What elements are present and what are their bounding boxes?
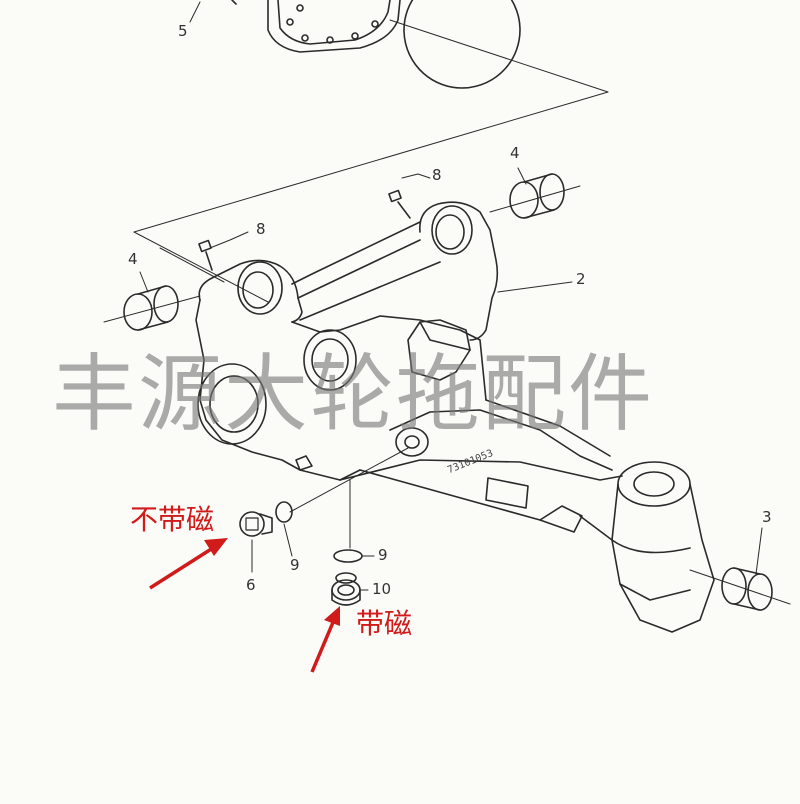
red-arrow-non-magnetic bbox=[149, 538, 228, 590]
red-arrow-magnetic bbox=[310, 606, 340, 673]
callout-3: 3 bbox=[762, 508, 772, 526]
watermark-text: 丰源大轮拖配件 bbox=[52, 345, 655, 443]
callout-9-right: 9 bbox=[378, 546, 388, 564]
label-non-magnetic: 不带磁 bbox=[130, 503, 215, 536]
drain-plug-magnetic bbox=[331, 572, 361, 606]
bushing-right bbox=[489, 173, 581, 219]
large-o-ring bbox=[403, 0, 521, 89]
grease-nipple-right bbox=[388, 189, 411, 219]
callout-8-right: 8 bbox=[432, 166, 442, 184]
callout-9-left: 9 bbox=[290, 556, 300, 574]
label-magnetic: 带磁 bbox=[356, 607, 413, 640]
bushing-3 bbox=[689, 567, 791, 611]
callout-8-left: 8 bbox=[256, 220, 266, 238]
bushing-left bbox=[103, 285, 201, 331]
callout-2: 2 bbox=[576, 270, 586, 288]
callout-4-right: 4 bbox=[510, 144, 520, 162]
seal-ring-9-right bbox=[333, 549, 363, 563]
callout-6: 6 bbox=[246, 576, 256, 594]
axle-housing bbox=[195, 201, 715, 633]
grease-nipple-left bbox=[198, 239, 213, 271]
callout-10: 10 bbox=[372, 580, 392, 598]
callout-5: 5 bbox=[178, 22, 188, 40]
seal-ring-9-left bbox=[275, 501, 293, 523]
hub-flange-part bbox=[231, 0, 401, 53]
callout-4-left: 4 bbox=[128, 250, 138, 268]
drain-plug-non-magnetic bbox=[239, 511, 273, 537]
